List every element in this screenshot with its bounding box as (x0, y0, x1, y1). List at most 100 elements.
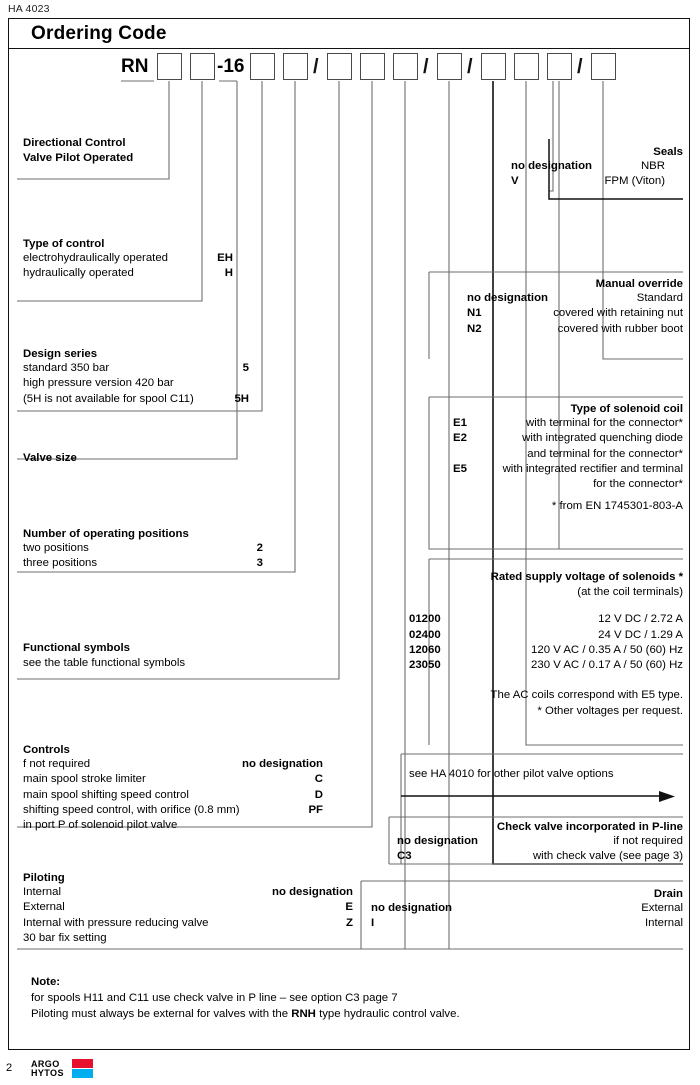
option-label: electrohydraulically operated (23, 252, 168, 264)
option-label: with integrated rectifier and terminal (502, 462, 683, 475)
code-box-1[interactable] (157, 53, 182, 80)
section-title-bar: Ordering Code (9, 19, 689, 49)
option-row: for the connector* (433, 478, 683, 493)
block-piloting: Piloting Internal no designation Externa… (23, 871, 353, 947)
option-label: and terminal for the connector* (527, 447, 683, 460)
option-row: 01200 12 V DC / 2.72 A (403, 613, 683, 628)
option-code: I (371, 917, 375, 930)
pilot-ref-arrow (401, 791, 675, 802)
option-label: with integrated quenching diode (522, 432, 683, 445)
option-code: no designation (242, 758, 323, 770)
option-row: 12060 120 V AC / 0.35 A / 50 (60) Hz (403, 644, 683, 659)
option-label: f not required (23, 758, 91, 770)
option-row: E2 with integrated quenching diode (433, 432, 683, 447)
option-label: Internal with pressure reducing valve (23, 916, 209, 929)
option-code: N1 (467, 307, 482, 320)
option-label: covered with rubber boot (557, 322, 683, 335)
ordering-code-row: RN -16 / / / / (9, 53, 689, 87)
option-label: in port P of solenoid pilot valve (23, 819, 178, 832)
option-row: (5H is not available for spool C11) 5H (23, 393, 249, 408)
option-code: C (314, 773, 323, 786)
code-slash-4: / (577, 56, 583, 78)
code-box-10[interactable] (514, 53, 539, 80)
option-row: main spool stroke limiter C (23, 773, 323, 788)
block-heading: Valve size (23, 452, 77, 464)
option-label: two positions (23, 542, 89, 554)
block-functional-symbols: Functional symbols see the table functio… (23, 641, 323, 671)
pilot-ref-text: see HA 4010 for other pilot valve option… (409, 768, 614, 780)
option-code: no designation (272, 886, 353, 898)
option-code: 5H (234, 392, 249, 405)
option-row: E5 with integrated rectifier and termina… (433, 463, 683, 478)
option-row: N1 covered with retaining nut (443, 307, 683, 322)
code-box-3[interactable] (250, 53, 275, 80)
note-line-2a: Piloting must always be external for val… (31, 1008, 292, 1020)
block-subheading: (at the coil terminals) (577, 586, 683, 598)
option-row: I Internal (367, 917, 683, 932)
code-prefix-RN: RN (121, 56, 149, 77)
block-heading: Piloting (23, 872, 65, 884)
option-label: with terminal for the connector* (525, 417, 683, 429)
option-code: 12060 (409, 643, 441, 656)
option-row: f not required no designation (23, 758, 323, 773)
option-row: main spool shifting speed control D (23, 789, 323, 804)
option-row: hydraulically operated H (23, 267, 233, 282)
block-design-series: Design series standard 350 bar 5 high pr… (23, 347, 249, 408)
option-code: H (224, 267, 233, 280)
logo-red-block (72, 1059, 93, 1068)
option-row: high pressure version 420 bar (23, 377, 249, 392)
block-heading: Functional symbols (23, 642, 130, 654)
option-label: main spool stroke limiter (23, 773, 146, 786)
block-type-of-control: Type of control electrohydraulically ope… (23, 237, 233, 283)
code-box-4[interactable] (283, 53, 308, 80)
code-box-7[interactable] (393, 53, 418, 80)
option-code: Z (346, 916, 353, 929)
option-label: high pressure version 420 bar (23, 377, 174, 390)
block-heading: Directional Control (23, 137, 126, 149)
option-code: EH (217, 252, 233, 264)
option-label: Internal (645, 917, 683, 930)
note-line-2-emphasis: RNH (291, 1008, 316, 1020)
option-row: Internal no designation (23, 886, 353, 901)
block-solenoid-coil: Type of solenoid coil E1 with terminal f… (433, 402, 683, 515)
block-pilot-valve-reference: see HA 4010 for other pilot valve option… (409, 767, 679, 782)
option-code: PF (308, 803, 323, 816)
block-heading: Drain (653, 888, 683, 900)
block-valve-size: Valve size (23, 451, 253, 466)
option-label: shifting speed control, with orifice (0.… (23, 803, 240, 816)
code-box-2[interactable] (190, 53, 215, 80)
code-box-6[interactable] (360, 53, 385, 80)
code-size-16: -16 (217, 56, 245, 77)
block-heading: Controls (23, 744, 70, 756)
block-heading: Check valve incorporated in P-line (496, 821, 683, 833)
option-row: shifting speed control, with orifice (0.… (23, 804, 323, 819)
option-label: see the table functional symbols (23, 657, 186, 669)
option-row: N2 covered with rubber boot (443, 323, 683, 338)
option-code: E (345, 901, 353, 914)
option-code: 23050 (409, 659, 441, 672)
option-code: C3 (397, 850, 412, 863)
option-label: External (641, 902, 683, 914)
block-seals: Seals no designation NBR V FPM (Viton) (453, 145, 683, 191)
block-drain: Drain no designation External I Internal (367, 887, 683, 933)
code-slash-2: / (423, 56, 429, 78)
code-box-11[interactable] (547, 53, 572, 80)
option-row: two positions 2 (23, 542, 263, 557)
block-heading: Seals (653, 146, 683, 158)
option-label: 12 V DC / 2.72 A (598, 613, 683, 626)
option-label: 30 bar fix setting (23, 931, 107, 944)
page-title: Ordering Code (31, 23, 167, 44)
block-check-valve: Check valve incorporated in P-line no de… (393, 820, 683, 866)
code-box-8[interactable] (437, 53, 462, 80)
option-row: electrohydraulically operated EH (23, 252, 233, 267)
option-label: if not required (613, 835, 683, 847)
code-box-12[interactable] (591, 53, 616, 80)
code-box-9[interactable] (481, 53, 506, 80)
option-label: 120 V AC / 0.35 A / 50 (60) Hz (531, 643, 683, 656)
option-label: main spool shifting speed control (23, 788, 189, 801)
option-row: and terminal for the connector* (433, 448, 683, 463)
option-label: hydraulically operated (23, 267, 134, 280)
option-code: 02400 (409, 628, 441, 641)
voltage-note-2: * Other voltages per request. (537, 704, 683, 717)
code-box-5[interactable] (327, 53, 352, 80)
